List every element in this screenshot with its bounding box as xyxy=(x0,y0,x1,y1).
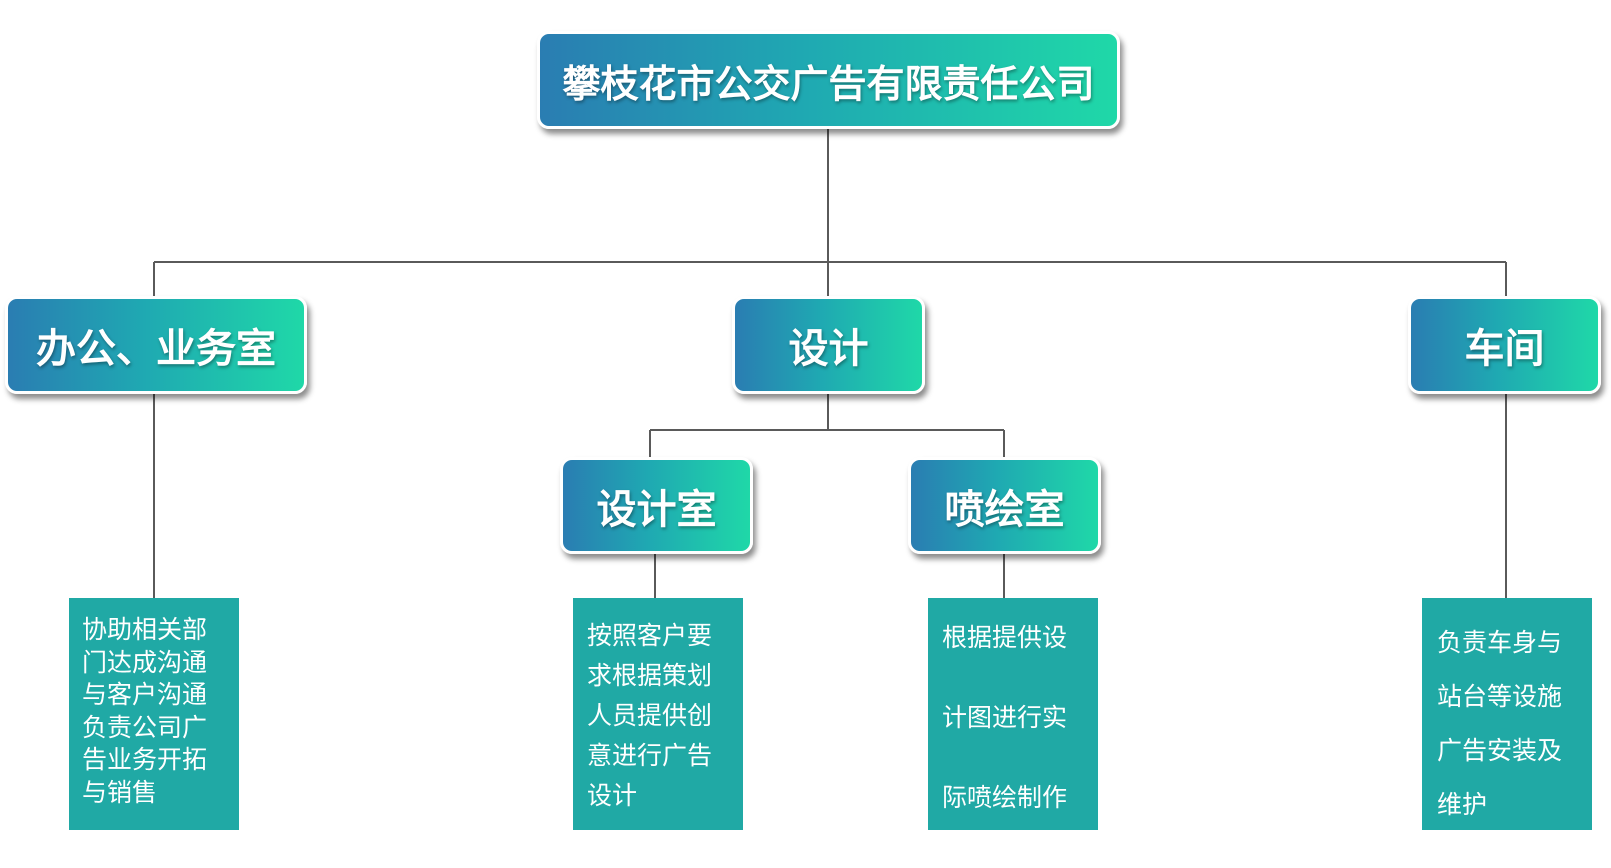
desc-line: 与销售 xyxy=(82,777,158,807)
desc-line: 维护 xyxy=(1437,790,1488,819)
dept-node-design-label: 设计 xyxy=(788,326,869,372)
desc-line: 负责车身与 xyxy=(1437,628,1563,657)
desc-line: 际喷绘制作 xyxy=(942,783,1068,812)
desc-line: 按照客户要 xyxy=(587,621,713,650)
dept-node-office-label: 办公、业务室 xyxy=(36,326,276,372)
desc-line: 与客户沟通 xyxy=(82,680,208,709)
desc-box-workshop: 负责车身与 站台等设施 广告安装及 维护 xyxy=(1422,598,1592,830)
desc-line: 求根据策划 xyxy=(587,661,713,690)
root-node: 攀枝花市公交广告有限责任公司 xyxy=(537,31,1120,129)
desc-line: 设计 xyxy=(587,781,638,810)
subdept-node-print-room: 喷绘室 xyxy=(908,457,1101,554)
dept-node-office: 办公、业务室 xyxy=(5,296,307,394)
root-node-label: 攀枝花市公交广告有限责任公司 xyxy=(562,61,1095,106)
dept-node-workshop: 车间 xyxy=(1408,296,1601,394)
desc-line: 站台等设施 xyxy=(1437,682,1563,711)
desc-line: 门达成沟通 xyxy=(82,647,208,677)
desc-line: 广告安装及 xyxy=(1437,736,1563,765)
dept-node-workshop-label: 车间 xyxy=(1464,326,1545,372)
desc-line: 告业务开拓 xyxy=(82,745,208,774)
subdept-node-design-room: 设计室 xyxy=(560,457,753,554)
dept-node-design: 设计 xyxy=(732,296,925,394)
desc-line: 意进行广告 xyxy=(587,741,713,770)
desc-line: 根据提供设 xyxy=(942,623,1068,652)
subdept-node-design-room-label: 设计室 xyxy=(596,486,717,533)
desc-line: 计图进行实 xyxy=(942,703,1068,732)
subdept-node-print-room-label: 喷绘室 xyxy=(944,486,1065,533)
desc-box-print-room: 根据提供设 计图进行实 际喷绘制作 xyxy=(928,598,1098,830)
desc-box-office: 协助相关部 门达成沟通 与客户沟通 负责公司广 告业务开拓 与销售 xyxy=(69,598,239,830)
desc-box-design-room: 按照客户要 求根据策划 人员提供创 意进行广告 设计 xyxy=(573,598,743,830)
desc-line: 负责公司广 xyxy=(82,712,208,742)
desc-line: 协助相关部 xyxy=(82,615,208,644)
desc-line: 人员提供创 xyxy=(587,701,713,730)
